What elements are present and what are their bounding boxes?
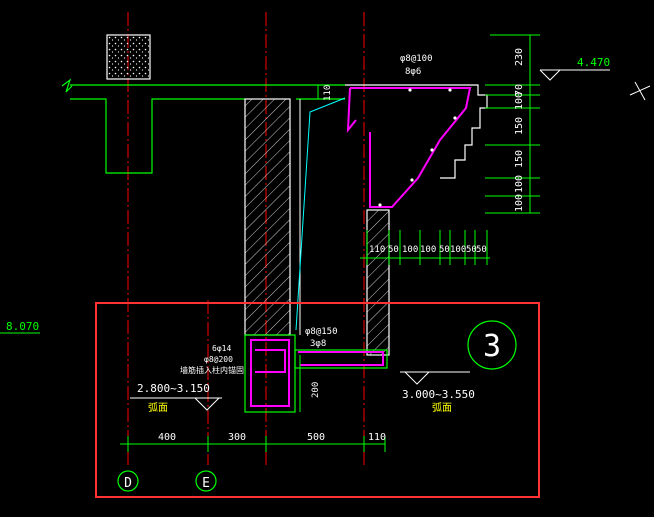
dim-step-label: 100 [450,245,466,255]
dims-bottom-labels: 400 300 500 110 [158,432,386,443]
dim-right-label: 230 [514,48,525,66]
rebar-dots [378,88,457,207]
eave-rebar [346,87,472,208]
main-column [244,98,301,336]
dims-right-labels: 230 70 100 150 150 100 100 [514,48,525,212]
axis-bubble-e[interactable] [195,470,217,492]
dim-right-label: 70 [514,84,525,96]
rebar-eave-main: φ8@100 [400,54,433,64]
dim-step-label: 50 [466,245,477,255]
level-right-range: 3.000~3.550 [402,388,475,401]
north-arrow-icon [629,81,651,101]
dim-step-label: 50 [476,245,487,255]
dim-right-label: 100 [514,175,525,193]
right-wall [366,209,390,356]
callout-leader [295,97,346,331]
dim-bottom-label: 400 [158,432,176,443]
level-left-note: 弧面 [148,401,168,414]
dim-step-label: 100 [420,245,436,255]
rebar-eave-dist: 8φ6 [405,67,421,77]
rebar-col-main: 6φ14 [212,344,231,353]
slab-outline [61,78,345,174]
level-markers [0,69,610,411]
axis-label-d: D [124,476,132,491]
level-right-note: 弧面 [432,401,452,414]
axis-bubble-d[interactable] [117,470,139,492]
dim-step-label: 50 [388,245,399,255]
eave-outline [345,84,488,179]
highlight-box[interactable] [95,302,540,498]
dim-bottom-label: 500 [307,432,325,443]
dim-chain-step [360,230,490,265]
dim-right-label: 100 [514,194,525,212]
dim-step-label: 100 [402,245,418,255]
dim-chain-right [485,34,540,214]
dim-step-label: 50 [439,245,450,255]
rebar-col-tie: φ8@200 [204,355,233,364]
dim-step-label: 110 [369,245,385,255]
rebar-beam-tie: φ8@150 [305,327,338,337]
level-left: 8.070 [6,320,39,333]
dim-misc-lines [299,85,319,412]
section-mark-label: 3 [483,329,501,364]
dim-beam-200: 200 [311,382,321,398]
level-top-right: 4.470 [577,56,610,69]
dim-right-label: 150 [514,150,525,168]
rebar-col-note: 墙筋插入柱内锚固 [180,365,244,375]
axis-label-e: E [202,476,210,491]
dim-bottom-label: 110 [368,432,386,443]
dim-bottom-label: 300 [228,432,246,443]
dim-right-label: 150 [514,117,525,135]
dim-slab-110: 110 [323,85,333,101]
lower-beam [244,334,388,413]
section-mark-circle[interactable] [467,320,517,370]
dims-step-labels: 110 50 100 100 50 100 50 50 [369,245,487,255]
column-top-block [106,34,151,80]
level-left-range: 2.800~3.150 [137,382,210,395]
dim-chain-bottom [120,436,386,452]
rebar-beam-main: 3φ8 [310,339,326,349]
dim-right-label: 100 [514,92,525,110]
